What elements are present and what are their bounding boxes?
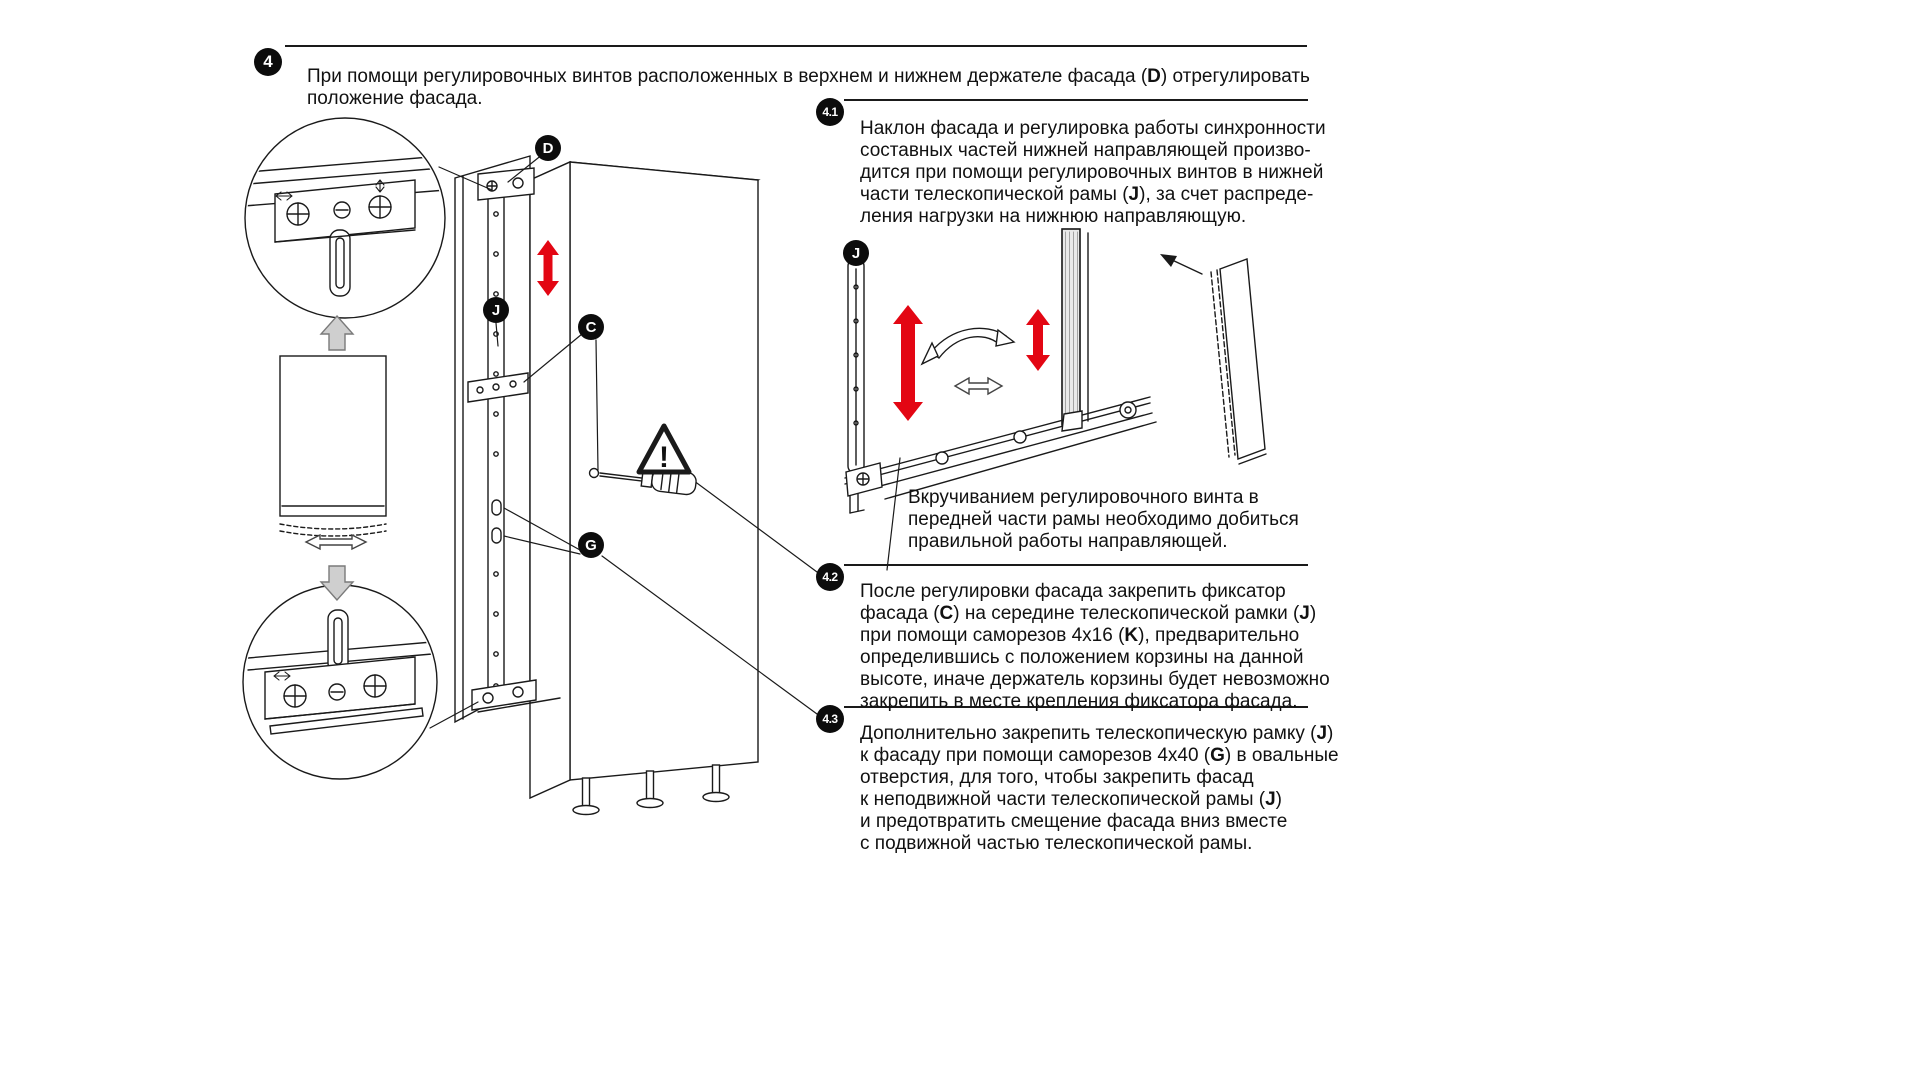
red-arrow-vertical — [537, 240, 559, 296]
label-J-frame: J — [483, 297, 509, 323]
section-4-1-note: Вкручиванием регулировочного винта в пер… — [908, 487, 1299, 552]
facade-fixator — [467, 372, 529, 403]
divider-top — [285, 45, 1307, 47]
cabinet-assembly-diagram: ! — [242, 117, 818, 816]
adjust-arrow-horizontal — [273, 671, 291, 681]
oval-hole — [491, 499, 502, 516]
oval-hole — [491, 527, 502, 544]
gray-arrow-down-icon — [319, 565, 355, 602]
step-number-badge: 4 — [254, 48, 282, 76]
facade-mini-view — [279, 314, 387, 602]
section-4-1-text: Наклон фасада и регулировка работы синхр… — [860, 118, 1326, 227]
cabinet-drawing — [454, 155, 761, 816]
double-arrow-horizontal-icon — [953, 376, 1004, 396]
frame-adjustment-diagram — [844, 228, 1267, 571]
section-4-2-badge: 4.2 — [816, 563, 844, 591]
leader-lines — [429, 149, 818, 729]
cabinet-feet — [572, 764, 730, 816]
bottom-facade-holder — [471, 679, 561, 713]
note-callout-line — [886, 457, 901, 571]
rotation-arrow-icon — [920, 327, 1016, 366]
section-4-1-badge: 4.1 — [816, 98, 844, 126]
top-detail-view — [244, 117, 446, 319]
label-C: C — [578, 314, 604, 340]
red-arrow-large — [893, 305, 923, 421]
double-arrow-horizontal-icon — [304, 533, 368, 551]
label-D: D — [535, 135, 561, 161]
intro-instruction: При помощи регулировочных винтов располо… — [307, 66, 1310, 109]
tilted-facade-panel — [1210, 258, 1267, 465]
screwdriver-icon — [588, 467, 697, 496]
warning-triangle-icon: ! — [636, 423, 692, 475]
divider-4-3 — [844, 706, 1308, 708]
divider-4-2 — [844, 564, 1308, 566]
callout-line-to-4-3 — [601, 555, 818, 715]
tilt-direction-arrow — [1160, 254, 1203, 275]
adjust-arrow-horizontal — [275, 191, 293, 201]
bottom-detail-view — [242, 584, 438, 780]
section-4-3-text: Дополнительно закрепить телескопическую … — [860, 723, 1339, 854]
adjust-arrow-vertical — [375, 179, 385, 193]
warning-exclamation: ! — [659, 441, 669, 474]
bottom-rail — [844, 396, 1157, 514]
telescopic-frame-strip — [487, 195, 505, 699]
frame-right-upright — [1061, 228, 1089, 426]
callout-line-to-4-2 — [681, 471, 818, 573]
divider-4-1 — [844, 99, 1308, 101]
top-facade-holder — [477, 167, 535, 201]
red-arrow-small — [1026, 309, 1050, 371]
frame-left-upright — [847, 258, 865, 474]
label-J-rail: J — [843, 240, 869, 266]
section-4-2-text: После регулировки фасада закрепить фикса… — [860, 581, 1330, 712]
section-4-3-badge: 4.3 — [816, 705, 844, 733]
gray-arrow-up-icon — [319, 314, 355, 351]
label-G: G — [578, 532, 604, 558]
